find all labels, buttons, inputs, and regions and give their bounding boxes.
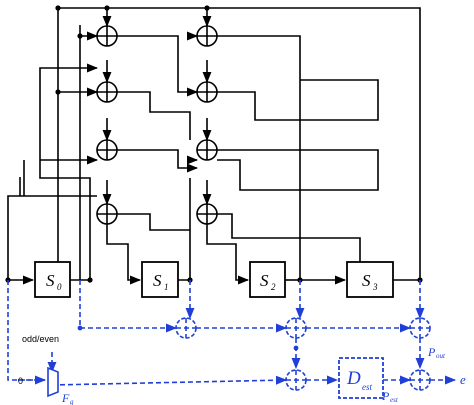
xor-gate [96, 139, 118, 161]
xor-gate [96, 25, 118, 47]
xor-gate [196, 81, 218, 103]
xor-gate [175, 317, 197, 339]
register-s1: S 1 [141, 261, 179, 298]
register-label: S [46, 271, 55, 290]
register-s0: S 0 [34, 261, 71, 298]
svg-text:g: g [70, 398, 74, 405]
xor-gate [196, 139, 218, 161]
register-sub: 1 [164, 282, 169, 292]
register-sub: 2 [271, 282, 276, 292]
register-label: S [362, 271, 371, 290]
dashed-xor-gates [175, 317, 431, 391]
estimation-network [7, 280, 457, 386]
estimator-block: D est [338, 357, 384, 399]
register-label: S [153, 271, 162, 290]
xor-gate [285, 317, 307, 339]
register-sub: 3 [372, 282, 378, 292]
feedback-network [7, 7, 421, 285]
estimator-label: D [346, 368, 361, 389]
odd-even-label: odd/even [22, 334, 59, 344]
xor-gate [409, 317, 431, 339]
xor-gate [196, 203, 218, 225]
junction-dots [5, 5, 423, 283]
register-label: S [260, 271, 269, 290]
svg-text:est: est [390, 396, 399, 404]
svg-text:out: out [436, 352, 446, 360]
pest-label: P est [381, 389, 399, 404]
register-s2: S 2 [249, 261, 286, 298]
svg-text:F: F [61, 391, 70, 405]
fg-label: F g [61, 391, 74, 405]
register-s3: S 3 [346, 261, 394, 298]
xor-gate [285, 369, 307, 391]
estimator-sub: est [362, 382, 372, 392]
svg-text:P: P [381, 389, 390, 403]
xor-gate [409, 369, 431, 391]
zero-label: 0 [18, 376, 23, 386]
xor-gate [96, 203, 118, 225]
pout-label: P out [427, 345, 446, 360]
dashed-junction-dots [77, 325, 299, 351]
error-label: e [460, 372, 466, 387]
mux-fg [47, 366, 59, 398]
xor-gates [96, 25, 218, 225]
xor-gate [196, 25, 218, 47]
svg-text:P: P [427, 345, 436, 359]
register-sub: 0 [57, 282, 62, 292]
xor-gate [96, 81, 118, 103]
